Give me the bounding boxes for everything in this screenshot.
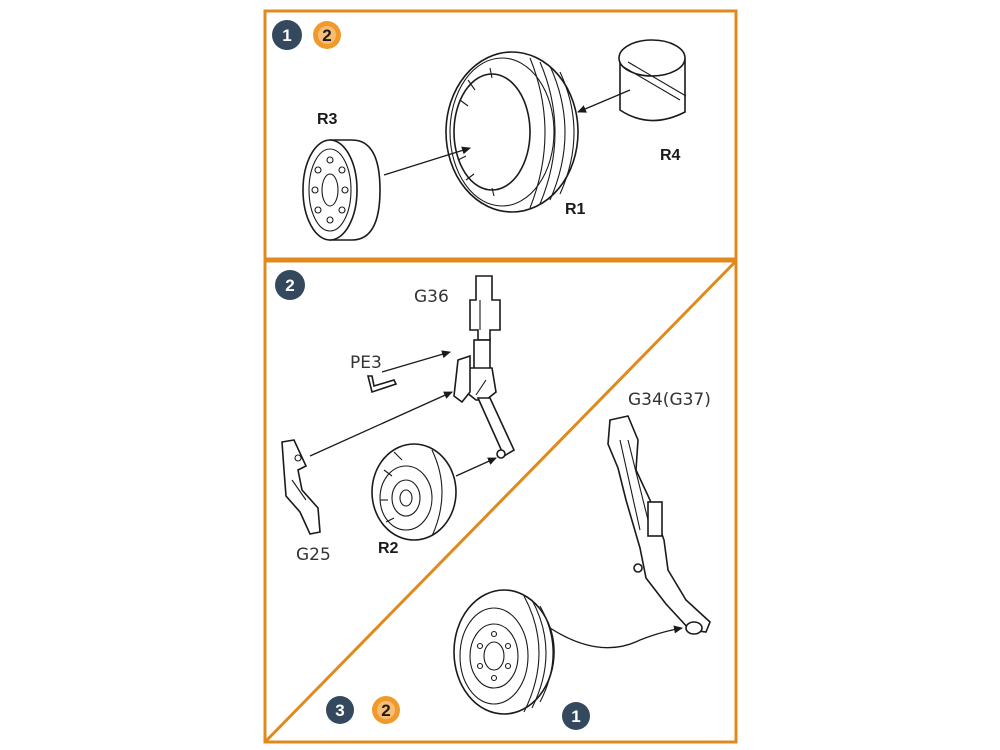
label-r4: R4: [660, 147, 681, 164]
panel-bottom-frame: [263, 259, 738, 744]
ref-badge-1-bottom: 1: [562, 702, 590, 730]
ref-badge-2-text: 2: [322, 26, 331, 45]
label-pe3: PE3: [350, 353, 382, 373]
diagonal-divider: [263, 259, 738, 744]
arrow-r4-to-r1: [577, 89, 631, 113]
part-g36-strut: [453, 275, 516, 459]
part-pe3: [366, 375, 398, 394]
part-r1-tire: [445, 51, 579, 213]
step-badge-2: 2: [275, 270, 305, 300]
ref-badge-2-bottom-text: 2: [381, 701, 390, 720]
step-badge-1: 1: [272, 20, 302, 50]
ref-badge-2: 2: [313, 21, 341, 49]
part-r3-hub: [302, 139, 381, 241]
arrow-r3-to-r1: [383, 146, 471, 176]
arrow-g25: [309, 391, 453, 457]
label-r1: R1: [565, 201, 586, 218]
ref-badge-1-bottom-text: 1: [571, 707, 580, 726]
label-r2: R2: [378, 540, 399, 557]
label-r3: R3: [317, 111, 338, 128]
arrow-wheel-to-leg: [549, 625, 683, 649]
step-badge-1-text: 1: [282, 26, 291, 45]
panel-top-frame: [263, 9, 738, 261]
part-g25-arm: [281, 439, 321, 535]
label-g34: G34(G37): [628, 390, 711, 410]
part-g34-leg: [607, 415, 711, 635]
label-g36: G36: [414, 287, 449, 307]
step-badge-2-text: 2: [285, 276, 294, 295]
arrow-pe3: [381, 350, 451, 373]
step-badge-3: 3: [326, 696, 354, 724]
part-r4-cap: [618, 39, 687, 122]
part-assembled-wheel: [453, 589, 555, 715]
label-g25: G25: [296, 545, 331, 565]
arrow-r2: [455, 457, 497, 477]
part-r2-wheel: [371, 443, 457, 541]
step-badge-3-text: 3: [335, 701, 344, 720]
ref-badge-2-bottom: 2: [372, 696, 400, 724]
